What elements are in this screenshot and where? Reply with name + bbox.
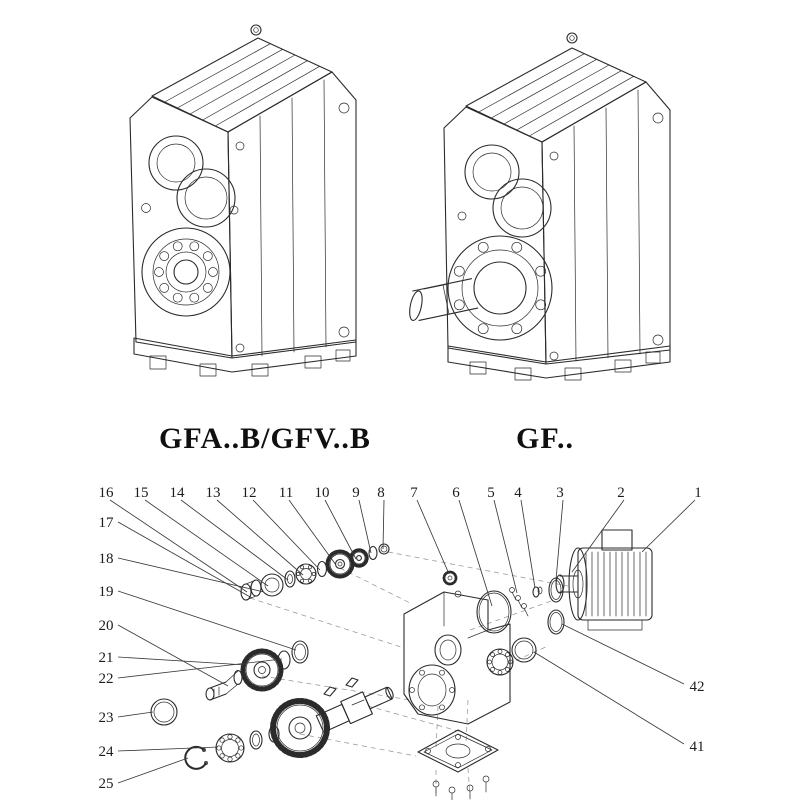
callout-8: 8 — [377, 485, 385, 501]
callout-15: 15 — [134, 485, 149, 501]
callout-16: 16 — [99, 485, 115, 501]
motor-adapter-parts — [476, 577, 565, 676]
callout-2: 2 — [617, 485, 625, 501]
circlip-icon — [184, 745, 208, 770]
oil-plug-icon — [566, 32, 578, 44]
splined-shaft-icon — [205, 669, 243, 701]
bearing-icon — [486, 648, 514, 676]
gearbox-gf-drawing — [409, 32, 671, 381]
input-shaft-parts — [240, 543, 458, 601]
key-icon — [323, 686, 337, 697]
bolt-hole-icon — [652, 334, 664, 346]
callout-1: 1 — [694, 485, 702, 501]
output-bearing-icon — [141, 227, 231, 317]
callout-numbers: 16 15 14 13 12 11 10 9 8 7 6 5 4 3 2 1 1… — [99, 485, 705, 792]
callout-19: 19 — [99, 584, 114, 600]
bolt-hole-icon — [338, 102, 350, 114]
callout-3: 3 — [556, 485, 564, 501]
leader-lines — [109, 499, 696, 784]
oil-plug-icon — [250, 24, 262, 36]
callout-5: 5 — [487, 485, 495, 501]
cover-gasket-parts — [417, 729, 499, 800]
callout-25: 25 — [99, 776, 114, 792]
pinion-icon — [349, 548, 369, 568]
output-shaft-icon — [315, 686, 394, 733]
callout-6: 6 — [452, 485, 460, 501]
callout-23: 23 — [99, 710, 114, 726]
callout-22: 22 — [99, 671, 114, 687]
callout-9: 9 — [352, 485, 360, 501]
callout-10: 10 — [315, 485, 330, 501]
motor-shaft-icon — [555, 574, 565, 594]
callout-13: 13 — [206, 485, 221, 501]
bearing-icon — [215, 733, 245, 763]
callout-7: 7 — [410, 485, 418, 501]
callout-4: 4 — [514, 485, 522, 501]
intermediate-gear-parts — [205, 640, 309, 701]
callout-12: 12 — [242, 485, 257, 501]
snap-ring-icon — [511, 637, 537, 663]
gear-icon — [325, 549, 355, 579]
callout-42: 42 — [690, 679, 705, 695]
bolt-hole-icon — [549, 151, 559, 161]
output-shaft-icon — [409, 278, 479, 321]
bolt-icons — [432, 775, 490, 800]
vent-plug-icon — [454, 590, 462, 598]
bolt-icons — [509, 587, 529, 617]
callout-11: 11 — [279, 485, 293, 501]
gear-housing-drawing — [403, 590, 511, 725]
o-ring-icon — [476, 590, 512, 634]
output-gear-parts — [150, 677, 394, 770]
pinion-shaft-icon — [442, 570, 458, 586]
bearing-icon — [295, 563, 317, 585]
retaining-ring-icon — [547, 609, 565, 635]
output-gear-icon — [270, 698, 330, 758]
gear-icon — [240, 648, 284, 692]
bolt-hole-icon — [549, 351, 559, 361]
bolt-hole-icon — [338, 326, 350, 338]
electric-motor-drawing — [555, 529, 653, 631]
exploded-parts-diagram: 16 15 14 13 12 11 10 9 8 7 6 5 4 3 2 1 1… — [99, 485, 705, 800]
bolt-hole-icon — [235, 141, 245, 151]
output-flange-icon — [447, 235, 553, 341]
gearbox-gfa-gfv-drawing — [129, 24, 357, 377]
callout-17: 17 — [99, 515, 115, 531]
callout-24: 24 — [99, 744, 115, 760]
callout-18: 18 — [99, 551, 114, 567]
key-icon — [345, 677, 359, 688]
model-label-gf: GF.. — [516, 422, 574, 455]
callout-20: 20 — [99, 618, 114, 634]
callout-14: 14 — [170, 485, 186, 501]
oil-seal-icon — [260, 573, 284, 597]
bolt-hole-icon — [652, 112, 664, 124]
callout-41: 41 — [690, 739, 705, 755]
terminal-box-icon — [601, 529, 633, 551]
assembly-guide-lines — [249, 551, 569, 797]
bolt-hole-icon — [235, 343, 245, 353]
callout-21: 21 — [99, 650, 114, 666]
model-label-gfa: GFA..B/GFV..B — [159, 422, 371, 455]
